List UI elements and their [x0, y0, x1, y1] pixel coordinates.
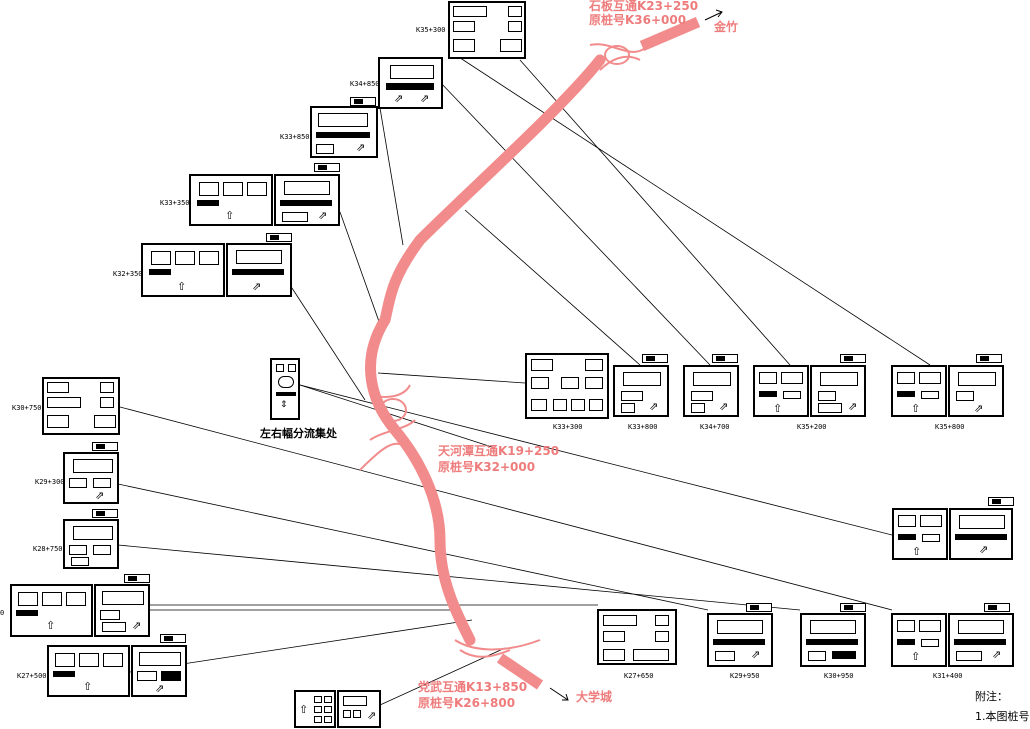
- note-title: 附注：: [975, 690, 1008, 703]
- stake-r-k33-300: K33+300: [553, 423, 583, 431]
- sign-icon-badge: [266, 233, 292, 242]
- sign-icon-badge: [984, 603, 1010, 612]
- destination-arrows: [549, 9, 723, 701]
- sign-r-mid-left: ⇧: [892, 508, 948, 560]
- sign-icon-badge: [840, 603, 866, 612]
- stake-r-k29-950: K29+950: [730, 672, 760, 680]
- sign-k33-350-right: ⇗: [274, 174, 340, 226]
- stake-k28-200: 0: [0, 609, 5, 617]
- note-item-1: 1.本图桩号: [975, 710, 1030, 723]
- north-interchange-label-2: 原桩号K36+000: [589, 13, 687, 27]
- sign-bottom-right: ⇗: [337, 690, 381, 728]
- sign-icon-badge: [160, 634, 186, 643]
- sign-r-k31-400-right: ⇗: [948, 613, 1014, 667]
- sign-icon-badge: [350, 97, 376, 106]
- sign-k29-300: ⇗: [63, 452, 119, 504]
- sign-icon-badge: [92, 442, 118, 451]
- sign-bottom-left: ⇧: [294, 690, 336, 728]
- destination-north: 金竹: [714, 20, 739, 34]
- sign-k32-350-left: ⇧: [141, 243, 225, 297]
- route-south-extension: [496, 653, 544, 690]
- north-interchange-label-1: 石板互通K23+250: [589, 0, 699, 13]
- north-interchange: [589, 43, 646, 71]
- sign-k27-500-right: ⇗: [131, 645, 187, 697]
- sign-k34-850: ⇗ ⇗: [378, 57, 443, 109]
- sign-k33-850: ⇗: [310, 106, 378, 158]
- sign-k27-500-left: ⇧: [47, 645, 130, 697]
- sign-k28-200-right: ⇗: [94, 584, 150, 637]
- stake-k35-300: K35+300: [416, 26, 446, 34]
- stake-k29-300: K29+300: [35, 478, 65, 486]
- leader-lines: [117, 49, 931, 706]
- sign-r-k33-800: ⇗: [613, 365, 669, 417]
- stake-r-k33-800: K33+800: [628, 423, 658, 431]
- stake-r-k31-400: K31+400: [933, 672, 963, 680]
- middle-interchange: [359, 384, 416, 471]
- sign-icon-badge: [840, 354, 866, 363]
- south-interchange-label-2: 原桩号K26+800: [418, 696, 516, 710]
- middle-interchange-label-2: 原桩号K32+000: [438, 460, 536, 474]
- sign-k28-200-left: ⇧: [10, 584, 93, 637]
- route-north-extension: [639, 16, 701, 52]
- stake-r-k27-650: K27+650: [624, 672, 654, 680]
- sign-r-k35-200-right: ⇗: [810, 365, 866, 417]
- sign-icon-badge: [746, 603, 772, 612]
- sign-r-k35-800-right: ⇗: [948, 365, 1004, 417]
- stake-r-k35-800: K35+800: [935, 423, 965, 431]
- stake-k33-850: K33+850: [280, 133, 310, 141]
- sign-r-k27-650: [597, 609, 677, 665]
- destination-south: 大学城: [576, 690, 613, 704]
- sign-icon-badge: [642, 354, 668, 363]
- middle-interchange-label-1: 天河潭互通K19+250: [438, 444, 560, 458]
- sign-icon-badge: [92, 509, 118, 518]
- stake-k30-750: K30+750: [12, 404, 42, 412]
- stake-k32-350: K32+350: [113, 270, 143, 278]
- expressway-route: [365, 54, 606, 646]
- sign-k32-350-right: ⇗: [226, 243, 292, 297]
- sign-r-mid-right: ⇗: [949, 508, 1013, 560]
- sign-icon-badge: [124, 574, 150, 583]
- sign-r-k35-200-left: ⇧: [753, 365, 809, 417]
- sign-r-k29-950: ⇗: [707, 613, 773, 667]
- sign-icon-badge: [314, 163, 340, 172]
- sign-r-k34-700: ⇗: [683, 365, 739, 417]
- sign-icon-badge: [988, 497, 1014, 506]
- south-interchange: [454, 639, 541, 658]
- sign-k35-300: [448, 1, 526, 59]
- split-point-label: 左右幅分流集处: [260, 427, 337, 440]
- stake-r-k35-200: K35+200: [797, 423, 827, 431]
- stake-r-k34-700: K34+700: [700, 423, 730, 431]
- sign-split-point: ⇕: [270, 358, 300, 420]
- stake-k34-850: K34+850: [350, 80, 380, 88]
- south-interchange-label-1: 党武互通K13+850: [418, 680, 528, 694]
- sign-k30-750: [42, 377, 120, 435]
- sign-icon-badge: [976, 354, 1002, 363]
- sign-icon-badge: [712, 354, 738, 363]
- sign-r-k35-800-left: ⇧: [891, 365, 947, 417]
- sign-r-k30-950: [800, 613, 866, 667]
- stake-r-k30-950: K30+950: [824, 672, 854, 680]
- sign-k33-350-left: ⇧: [189, 174, 273, 226]
- sign-k28-750: [63, 519, 119, 569]
- sign-r-k31-400-left: ⇧: [891, 613, 947, 667]
- sign-r-k33-300: [525, 353, 609, 419]
- stake-k28-750: K28+750: [33, 545, 63, 553]
- stake-k27-500: K27+500: [17, 672, 47, 680]
- stake-k33-350: K33+350: [160, 199, 190, 207]
